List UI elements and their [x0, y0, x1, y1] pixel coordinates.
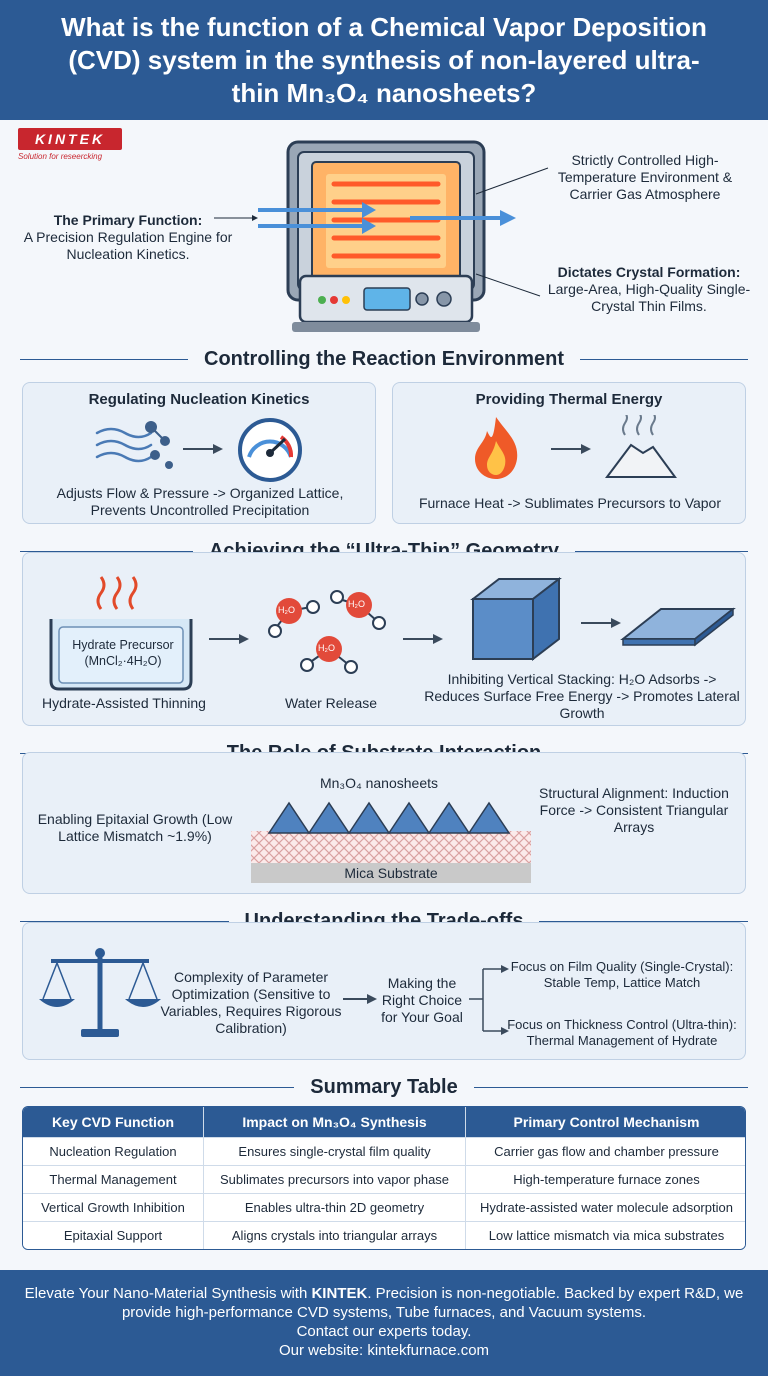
crystal-formation-title: Dictates Crystal Formation:	[557, 264, 741, 280]
table-cell: Sublimates precursors into vapor phase	[203, 1165, 465, 1193]
logo-tagline: Solution for reseercking	[18, 152, 103, 161]
right-arrow-icon	[209, 634, 249, 644]
right-arrow-icon	[343, 994, 377, 1004]
table-cell: Low lattice mismatch via mica substrates	[465, 1221, 745, 1249]
primary-function-text: A Precision Regulation Engine for Nuclea…	[23, 229, 233, 262]
table-cell: Nucleation Regulation	[23, 1137, 203, 1165]
thermal-caption: Furnace Heat -> Sublimates Precursors to…	[418, 495, 722, 511]
water-molecule-label: H₂O	[348, 599, 365, 609]
crystal-formation-text: Large-Area, High-Quality Single-Crystal …	[547, 281, 751, 314]
nanosheets-label: Mn₃O₄ nanosheets	[319, 775, 439, 791]
footer-brand: KINTEK	[311, 1285, 368, 1302]
hydrate-label: Hydrate Precursor	[72, 638, 174, 652]
tradeoffs-panel: Complexity of Parameter Optimization (Se…	[22, 922, 746, 1060]
footer-contact: Contact our experts today.	[296, 1323, 472, 1340]
summary-table: Key CVD Function Impact on Mn₃O₄ Synthes…	[22, 1106, 746, 1250]
substrate-panel: Enabling Epitaxial Growth (Low Lattice M…	[22, 752, 746, 894]
step-water-release: Water Release	[284, 695, 378, 711]
kintek-logo: KINTEK Solution for reseercking	[18, 128, 122, 161]
environment-label: Strictly Controlled High-Temperature Env…	[557, 152, 733, 202]
geometry-panel: Hydrate Precursor (MnCl₂·4H₂O) H₂O H₂O H…	[22, 552, 746, 726]
footer-website-link[interactable]: Our website: kintekfurnace.com	[278, 1342, 490, 1359]
pressure-gauge-icon	[238, 418, 302, 482]
table-header: Primary Control Mechanism	[465, 1107, 745, 1137]
thermal-energy-panel: Providing Thermal Energy Furnace Heat ->…	[392, 382, 746, 524]
page-header: What is the function of a Chemical Vapor…	[0, 0, 768, 120]
table-header: Key CVD Function	[23, 1107, 203, 1137]
table-row: Nucleation Regulation Ensures single-cry…	[23, 1137, 745, 1165]
mica-substrate-diagram	[251, 801, 531, 883]
table-cell: Carrier gas flow and chamber pressure	[465, 1137, 745, 1165]
thickness-control-option: Focus on Thickness Control (Ultra-thin):…	[507, 1017, 737, 1048]
logo-text: KINTEK	[18, 128, 122, 150]
right-arrow-icon	[581, 618, 621, 628]
hydrate-container-icon	[49, 576, 193, 691]
step-hydrate-thinning: Hydrate-Assisted Thinning	[42, 695, 206, 711]
table-row: Epitaxial Support Aligns crystals into t…	[23, 1221, 745, 1249]
right-arrow-icon	[183, 444, 223, 454]
footer-banner: Elevate Your Nano-Material Synthesis wit…	[0, 1270, 768, 1376]
water-molecule-label: H₂O	[318, 643, 335, 653]
film-quality-option: Focus on Film Quality (Single-Crystal): …	[510, 959, 734, 990]
epitaxial-growth-label: Enabling Epitaxial Growth (Low Lattice M…	[37, 811, 233, 844]
right-arrow-icon	[551, 444, 591, 454]
right-arrow-icon	[403, 634, 443, 644]
reaction-section-title: Controlling the Reaction Environment	[20, 344, 749, 374]
table-cell: Hydrate-assisted water molecule adsorpti…	[465, 1193, 745, 1221]
step-inhibit-stacking: Inhibiting Vertical Stacking: H₂O Adsorb…	[424, 671, 740, 721]
table-row: Vertical Growth Inhibition Enables ultra…	[23, 1193, 745, 1221]
hydrate-formula: (MnCl₂·4H₂O)	[84, 654, 162, 668]
summary-section-title: Summary Table	[20, 1072, 748, 1102]
thin-sheet-icon	[620, 607, 736, 647]
powder-vapor-icon	[605, 415, 677, 478]
hydrate-precursor-label: Hydrate Precursor (MnCl₂·4H₂O)	[61, 637, 185, 669]
primary-function-label: The Primary Function: A Precision Regula…	[18, 212, 238, 263]
page-title: What is the function of a Chemical Vapor…	[61, 11, 707, 108]
water-molecule-label: H₂O	[278, 605, 295, 615]
thermal-title: Providing Thermal Energy	[475, 391, 663, 408]
table-cell: Aligns crystals into triangular arrays	[203, 1221, 465, 1249]
table-row: Thermal Management Sublimates precursors…	[23, 1165, 745, 1193]
crystal-cube-icon	[470, 576, 562, 662]
table-cell: Thermal Management	[23, 1165, 203, 1193]
hero-section: The Primary Function: A Precision Regula…	[0, 128, 768, 340]
footer-pitch: Elevate Your Nano-Material Synthesis wit…	[24, 1285, 744, 1321]
right-choice-label: Making the Right Choice for Your Goal	[381, 975, 463, 1025]
nucleation-title: Regulating Nucleation Kinetics	[88, 391, 310, 408]
table-cell: Enables ultra-thin 2D geometry	[203, 1193, 465, 1221]
table-cell: Ensures single-crystal film quality	[203, 1137, 465, 1165]
table-cell: Vertical Growth Inhibition	[23, 1193, 203, 1221]
table-cell: High-temperature furnace zones	[465, 1165, 745, 1193]
structural-alignment-label: Structural Alignment: Induction Force ->…	[539, 785, 729, 835]
crystal-formation-label: Dictates Crystal Formation: Large-Area, …	[540, 264, 758, 315]
table-cell: Epitaxial Support	[23, 1221, 203, 1249]
complexity-label: Complexity of Parameter Optimization (Se…	[160, 969, 342, 1036]
mica-substrate-label: Mica Substrate	[344, 865, 438, 881]
nucleation-caption: Adjusts Flow & Pressure -> Organized Lat…	[56, 485, 344, 518]
table-header: Impact on Mn₃O₄ Synthesis	[203, 1107, 465, 1137]
furnace-illustration	[214, 140, 549, 332]
nucleation-panel: Regulating Nucleation Kinetics Adjusts F…	[22, 382, 376, 524]
gas-flow-icon	[95, 421, 173, 469]
branch-arrows-icon	[469, 965, 509, 1035]
water-molecules-icon	[268, 590, 386, 674]
table-header-row: Key CVD Function Impact on Mn₃O₄ Synthes…	[23, 1107, 745, 1137]
primary-function-title: The Primary Function:	[53, 212, 203, 228]
balance-scale-icon	[39, 948, 161, 1037]
flame-icon	[475, 417, 518, 479]
